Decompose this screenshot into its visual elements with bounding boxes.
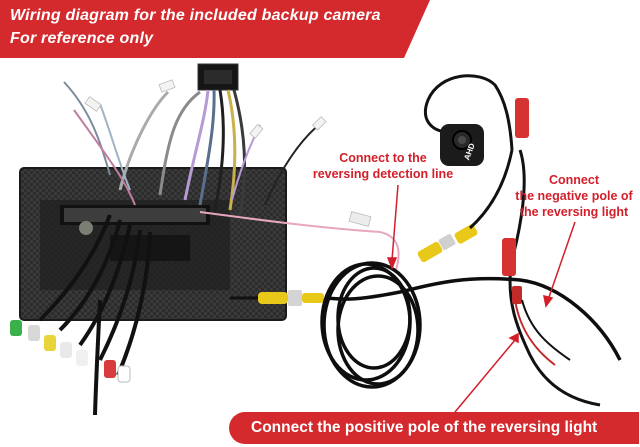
callout-positive-pole-text: Connect the positive pole of the reversi… — [251, 419, 598, 436]
coiled-cable — [320, 261, 622, 389]
callout-negative-pole-1: Connect — [549, 173, 599, 187]
header-banner-shape — [0, 0, 430, 58]
harness-connector — [197, 63, 239, 91]
callout-negative-pole-3: the reversing light — [519, 205, 629, 219]
power-pair-wires — [514, 299, 571, 366]
rca-extension — [230, 290, 324, 306]
wire-tags — [84, 79, 372, 227]
detection-wire — [199, 211, 400, 271]
header-subtitle: For reference only — [10, 30, 154, 47]
header-banner: Wiring diagram for the included backup c… — [0, 0, 430, 58]
harness-wires — [63, 81, 321, 216]
callout-positive-pole: Connect the positive pole of the reversi… — [229, 412, 639, 444]
callout-detection-line: Connect to the reversing detection line — [298, 150, 468, 182]
red-sleeves — [502, 98, 529, 304]
callout-detection-line-1: Connect to the — [339, 151, 427, 165]
rca-bundle — [38, 214, 152, 416]
callout-negative-pole: Connect the negative pole of the reversi… — [508, 172, 640, 220]
callout-negative-pole-2: the negative pole of — [515, 189, 633, 203]
rca-camera-video — [417, 224, 478, 263]
rca-plugs — [10, 320, 131, 383]
callout-detection-line-2: reversing detection line — [312, 167, 454, 181]
camera-module — [440, 124, 484, 166]
header-title: Wiring diagram for the included backup c… — [10, 7, 381, 24]
callout-arrows — [386, 184, 576, 413]
camera-cable — [423, 74, 601, 407]
